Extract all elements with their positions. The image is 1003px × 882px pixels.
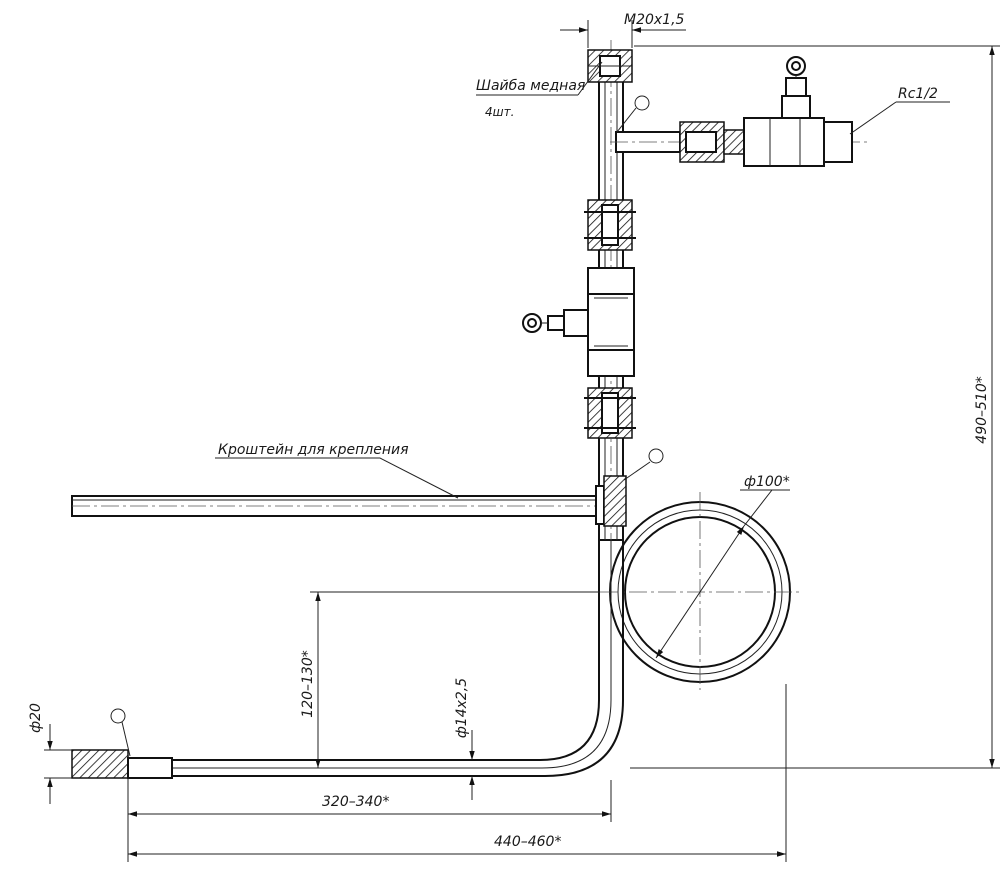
length-short-label: 320–340* [322, 794, 389, 810]
lower-fitting [584, 387, 636, 439]
thread-top-label: М20х1,5 [624, 12, 685, 28]
bracket-callout: Кроштейн для крепления [215, 442, 459, 499]
coil-diameter-dimension: ф100* [655, 474, 790, 659]
length-long-label: 440–460* [494, 834, 561, 850]
washer-label: Шайба медная [476, 78, 585, 94]
top-nut [587, 49, 633, 83]
rc-thread-label: Rc1/2 [898, 86, 938, 102]
upper-fitting [584, 199, 636, 251]
end-circle-callout [110, 708, 131, 757]
middle-valve [522, 267, 635, 377]
coil-diameter-label: ф100* [744, 474, 790, 490]
bracket-label: Кроштейн для крепления [218, 442, 409, 458]
tube-size-label: ф14х2,5 [454, 678, 470, 738]
length-long-dimension: 440–460* [128, 684, 787, 862]
coil-loop [600, 492, 800, 690]
end-diameter-label: ф20 [28, 703, 44, 733]
coil-offset-label: 120–130* [300, 650, 316, 717]
side-branch [610, 56, 870, 167]
siphon-tube [71, 540, 624, 779]
length-short-dimension: 320–340* [127, 778, 612, 862]
tube-size-dimension: ф14х2,5 [454, 678, 475, 800]
mounting-bracket [71, 475, 627, 527]
height-label: 490–510* [974, 376, 990, 443]
washer-callout: Шайба медная 4шт. [476, 61, 650, 133]
lower-circle-callout [623, 448, 664, 481]
thread-top-dimension: М20х1,5 [560, 12, 686, 48]
washer-qty-label: 4шт. [485, 105, 514, 119]
coil-offset-dimension: 120–130* [300, 591, 600, 768]
end-diameter-dimension: ф20 [28, 703, 72, 804]
height-dimension: 490–510* [630, 45, 1000, 769]
rc-thread-callout: Rc1/2 [849, 86, 950, 135]
